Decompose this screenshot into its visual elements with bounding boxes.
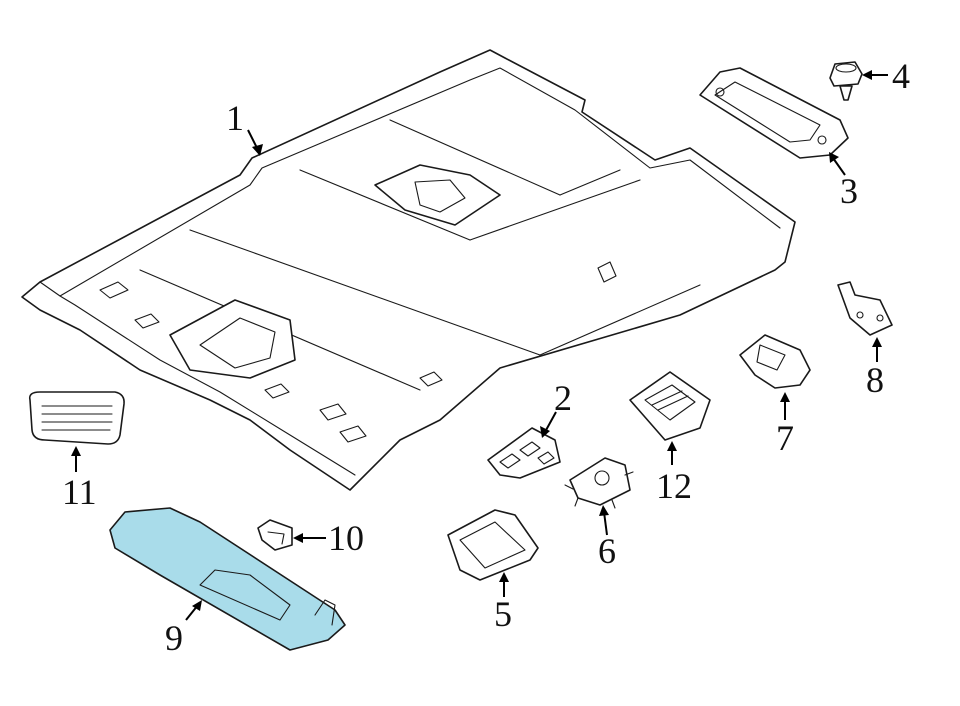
headliner-part [21, 49, 796, 491]
callout-5: 5 [494, 594, 512, 634]
switch-bracket-part [487, 427, 561, 479]
leader-arrows [71, 70, 888, 621]
speaker-grille-part [28, 391, 125, 445]
visor-clip-part [257, 519, 293, 551]
callout-11: 11 [62, 472, 97, 512]
sensor-bracket-part [564, 457, 634, 509]
callout-8: 8 [866, 360, 884, 400]
mount-bracket-part [739, 334, 811, 389]
sun-visor-part [109, 507, 346, 651]
callout-10: 10 [328, 518, 364, 558]
callout-3: 3 [840, 171, 858, 211]
callout-12: 12 [656, 466, 692, 506]
callout-4: 4 [892, 56, 910, 96]
callout-2: 2 [554, 378, 572, 418]
callout-1: 1 [226, 98, 244, 138]
callout-9: 9 [165, 618, 183, 658]
console-trim-part [699, 67, 849, 159]
callout-7: 7 [776, 418, 794, 458]
lamp-lens-part [447, 509, 539, 581]
small-bracket-part [837, 281, 893, 336]
map-lamp-part [629, 371, 711, 441]
callout-6: 6 [598, 531, 616, 571]
clip-part [829, 61, 863, 101]
